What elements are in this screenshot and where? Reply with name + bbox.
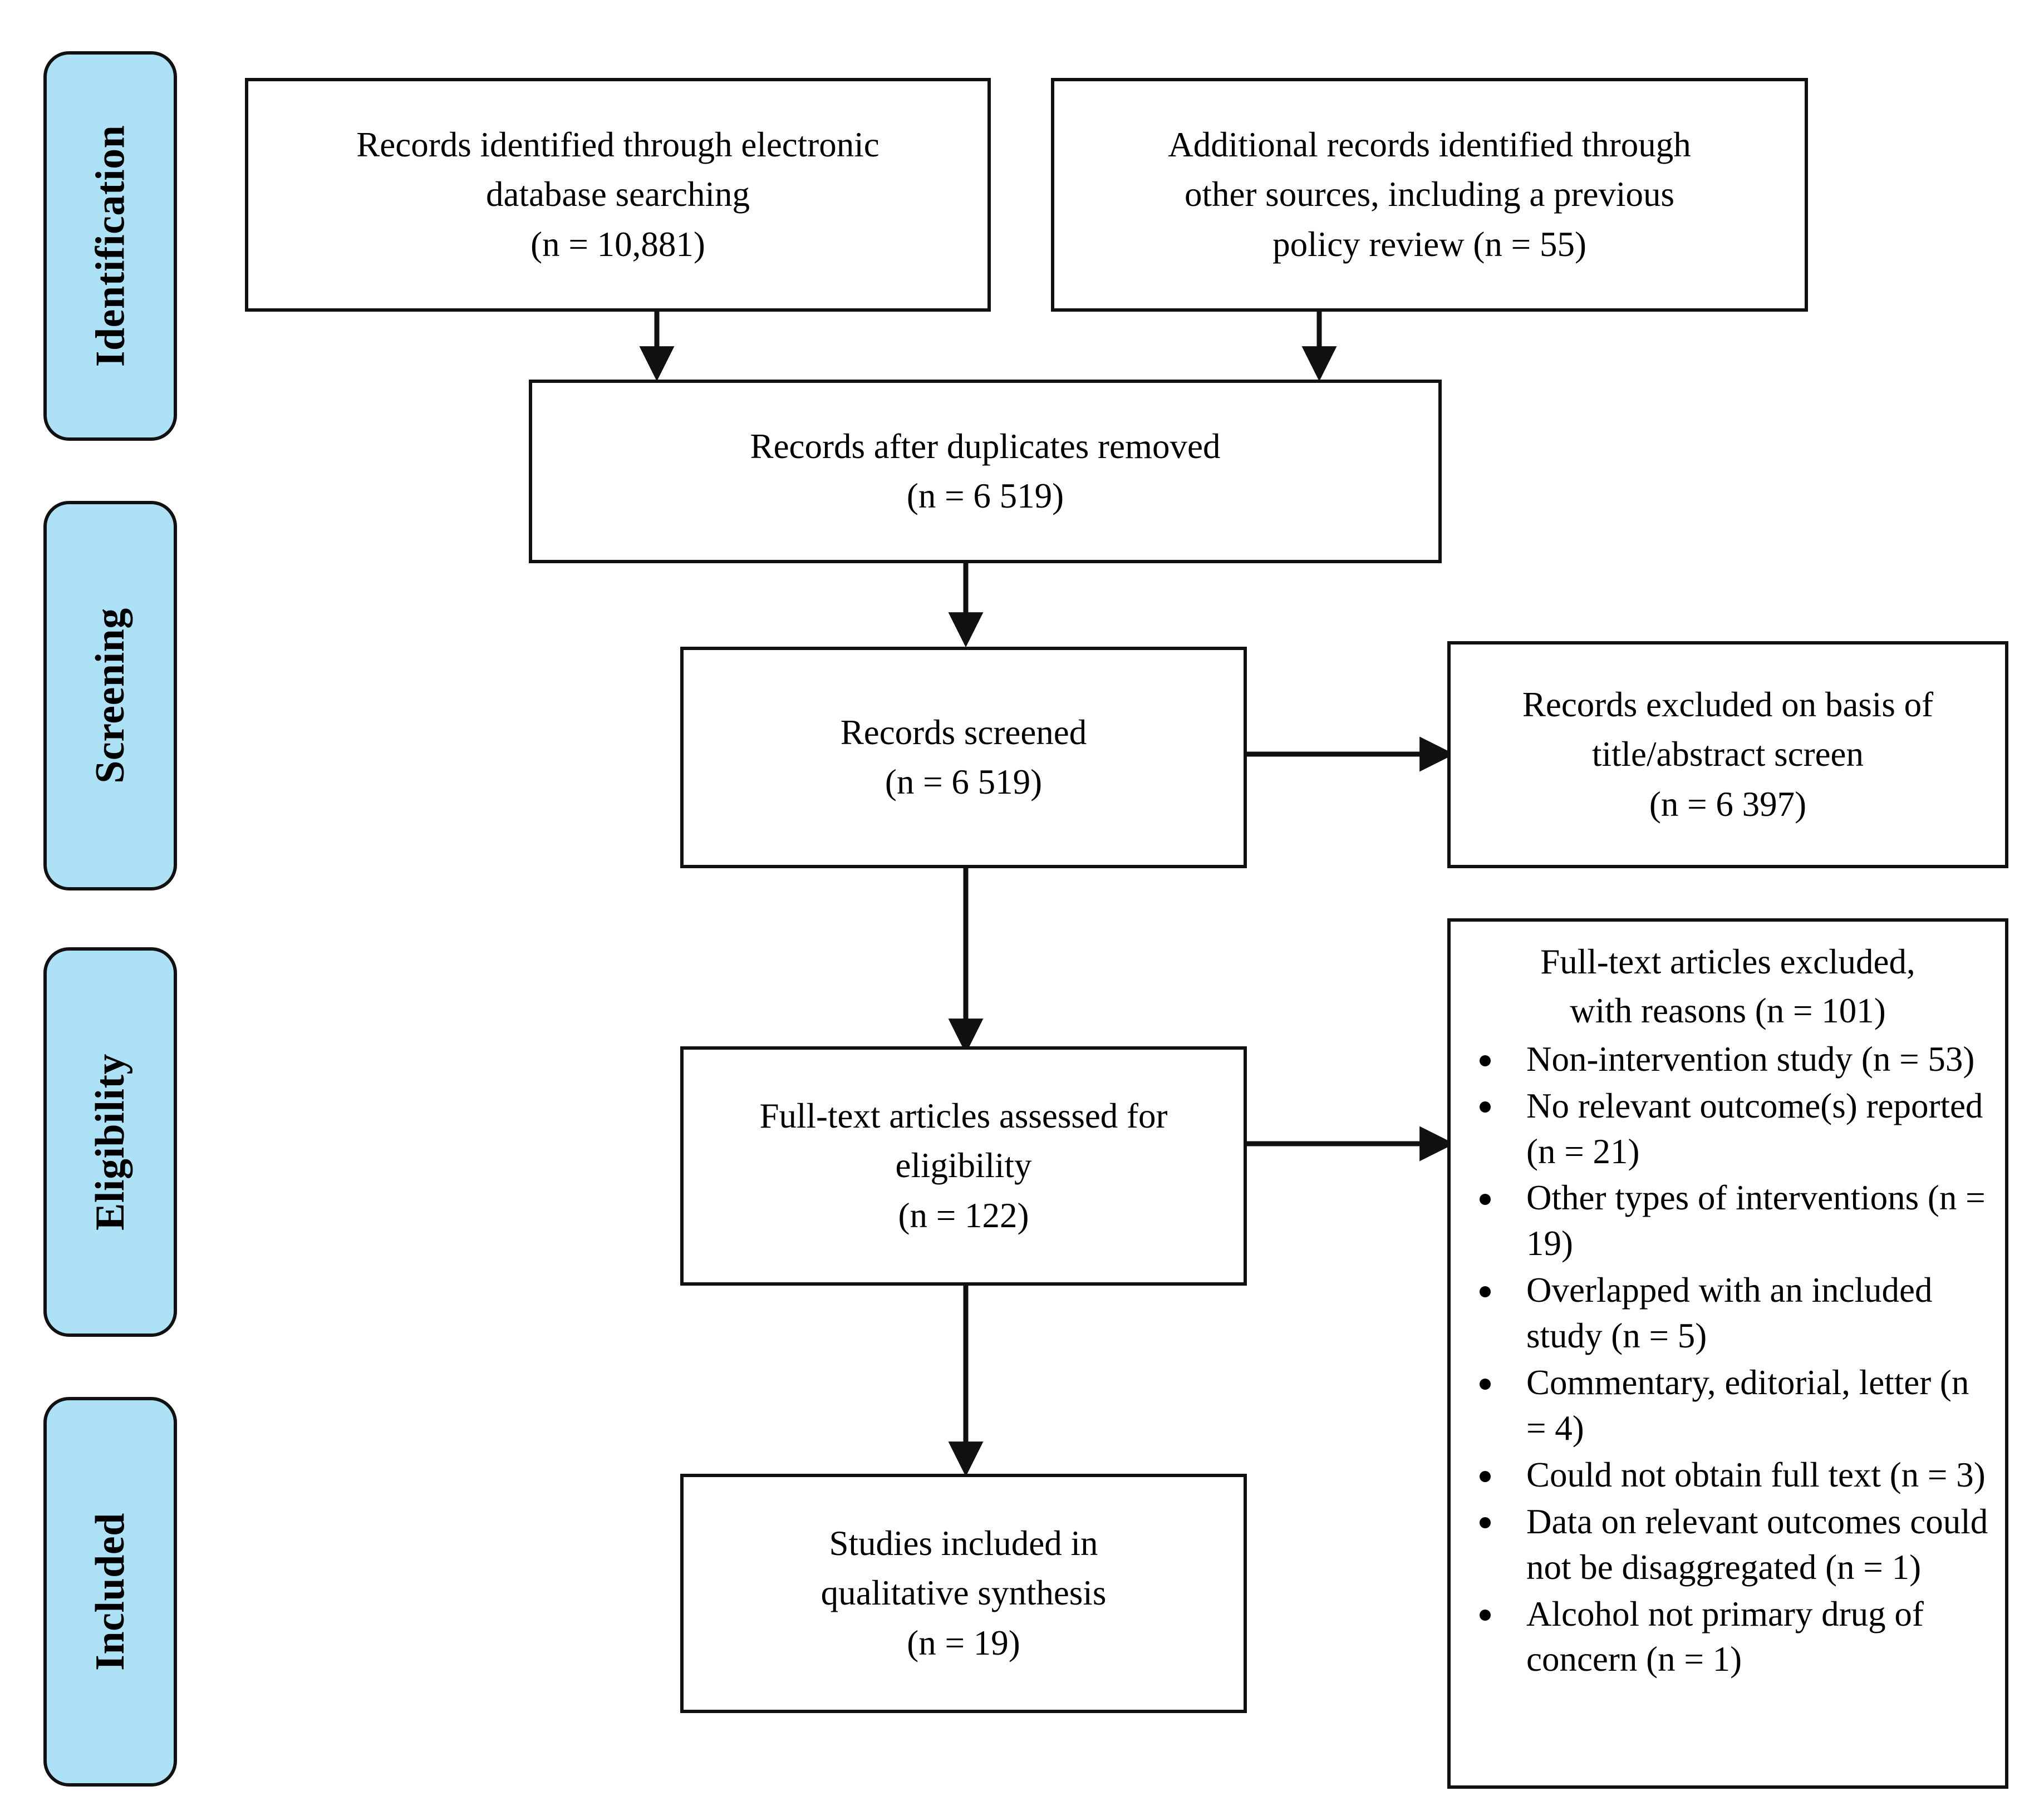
stage-pill-included: Included — [43, 1397, 177, 1787]
bullet-icon — [1480, 1194, 1491, 1205]
reason-text: Could not obtain full text (n = 3) — [1526, 1455, 1986, 1494]
stage-label-included: Included — [87, 1513, 134, 1671]
box-records-after-duplicates-removed: Records after duplicates removed (n = 6 … — [529, 380, 1442, 563]
list-item: Data on relevant outcomes could not be d… — [1461, 1499, 1995, 1591]
reason-text: Commentary, editorial, letter (n = 4) — [1526, 1363, 1969, 1448]
list-item: No relevant outcome(s) reported (n = 21) — [1461, 1084, 1995, 1175]
box-records-identified-electronic: Records identified through electronic da… — [245, 78, 991, 312]
stage-pill-eligibility: Eligibility — [43, 947, 177, 1337]
box-line: Studies included in — [829, 1523, 1098, 1563]
exclusion-heading-line: Full-text articles excluded, — [1540, 942, 1915, 981]
box-line: (n = 6 519) — [885, 762, 1043, 801]
box-line: Records screened — [840, 712, 1087, 752]
list-item: Other types of interventions (n = 19) — [1461, 1175, 1995, 1267]
exclusion-reasons-list: Non-intervention study (n = 53) No relev… — [1461, 1037, 1995, 1682]
bullet-icon — [1480, 1470, 1491, 1482]
stage-pill-identification: Identification — [43, 51, 177, 441]
bullet-icon — [1480, 1378, 1491, 1390]
bullet-icon — [1480, 1610, 1491, 1621]
box-line: Records excluded on basis of — [1522, 685, 1934, 724]
bullet-icon — [1480, 1055, 1491, 1066]
box-line: (n = 122) — [898, 1195, 1029, 1235]
reason-text: Overlapped with an included study (n = 5… — [1526, 1271, 1933, 1356]
box-fulltext-articles-assessed: Full-text articles assessed for eligibil… — [680, 1046, 1247, 1286]
reason-text: Non-intervention study (n = 53) — [1526, 1039, 1975, 1079]
box-line: database searching — [485, 175, 750, 214]
box-line: (n = 10,881) — [530, 224, 705, 264]
box-line: (n = 6 397) — [1649, 784, 1807, 824]
box-line: Records after duplicates removed — [750, 426, 1221, 466]
box-records-excluded: Records excluded on basis of title/abstr… — [1447, 641, 2008, 868]
box-line: eligibility — [895, 1146, 1032, 1185]
box-line: Additional records identified through — [1168, 125, 1691, 164]
box-records-screened: Records screened (n = 6 519) — [680, 647, 1247, 868]
box-line: qualitative synthesis — [820, 1573, 1107, 1613]
list-item: Non-intervention study (n = 53) — [1461, 1037, 1995, 1082]
box-line: (n = 6 519) — [906, 476, 1064, 515]
box-line: (n = 19) — [907, 1623, 1020, 1662]
box-line: title/abstract screen — [1591, 735, 1864, 774]
box-fulltext-articles-excluded-with-reasons: Full-text articles excluded, with reason… — [1447, 918, 2008, 1789]
box-line: Full-text articles assessed for — [759, 1096, 1168, 1135]
box-line: policy review (n = 55) — [1272, 224, 1586, 264]
bullet-icon — [1480, 1517, 1491, 1529]
stage-label-identification: Identification — [87, 125, 133, 367]
box-records-identified-other-sources: Additional records identified through ot… — [1051, 78, 1808, 312]
stage-label-screening: Screening — [87, 608, 134, 784]
stage-pill-screening: Screening — [43, 501, 177, 890]
box-line: other sources, including a previous — [1184, 175, 1675, 214]
stage-label-eligibility: Eligibility — [87, 1053, 134, 1231]
reason-text: Other types of interventions (n = 19) — [1526, 1178, 1986, 1263]
list-item: Commentary, editorial, letter (n = 4) — [1461, 1360, 1995, 1451]
list-item: Could not obtain full text (n = 3) — [1461, 1453, 1995, 1498]
bullet-icon — [1480, 1101, 1491, 1113]
reason-text: No relevant outcome(s) reported (n = 21) — [1526, 1086, 1983, 1171]
reason-text: Alcohol not primary drug of concern (n =… — [1526, 1594, 1924, 1679]
list-item: Overlapped with an included study (n = 5… — [1461, 1268, 1995, 1359]
box-line: Records identified through electronic — [356, 125, 879, 164]
box-studies-included: Studies included in qualitative synthesi… — [680, 1474, 1247, 1713]
bullet-icon — [1480, 1286, 1491, 1298]
exclusion-heading-line: with reasons (n = 101) — [1570, 991, 1886, 1031]
reason-text: Data on relevant outcomes could not be d… — [1526, 1502, 1988, 1587]
list-item: Alcohol not primary drug of concern (n =… — [1461, 1592, 1995, 1683]
